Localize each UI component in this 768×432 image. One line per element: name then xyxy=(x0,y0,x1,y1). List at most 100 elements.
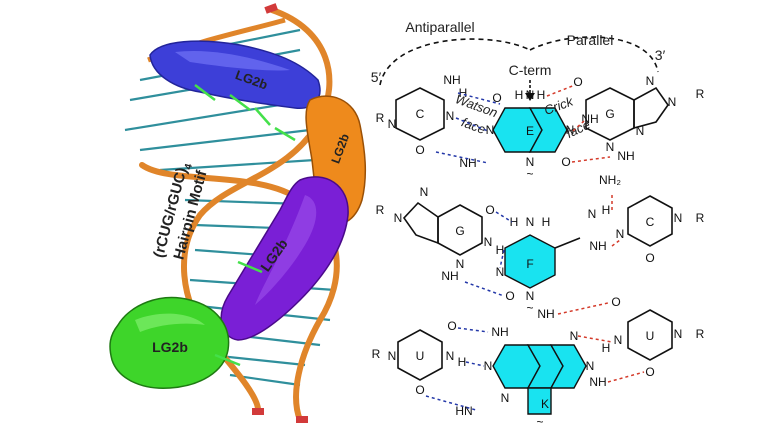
atom-label: N xyxy=(646,74,655,88)
atom-label: NH xyxy=(443,73,460,87)
atom-label: H xyxy=(459,86,468,100)
atom-label: O xyxy=(415,143,424,157)
three-prime-label: 3′ xyxy=(655,47,666,63)
atom-label: N xyxy=(420,185,429,199)
atom-label: NH xyxy=(589,375,606,389)
base-g-letter: G xyxy=(455,224,464,238)
wavy-bond: ~ xyxy=(526,301,533,315)
wavy-bond: ~ xyxy=(526,167,533,181)
five-prime-label: 5′ xyxy=(371,69,382,85)
center-k-letter: K xyxy=(541,397,549,411)
atom-label: N xyxy=(588,207,597,221)
atom-label: R xyxy=(376,203,385,217)
hbond xyxy=(425,395,477,411)
atom-label: H xyxy=(602,341,611,355)
ligand-surface-green-highlight xyxy=(135,313,205,332)
atom-label: NH xyxy=(617,149,634,163)
atom-label: N xyxy=(614,333,623,347)
atom-label: O xyxy=(573,75,582,89)
atom-label: R xyxy=(696,87,705,101)
hbond xyxy=(571,156,611,163)
atom-label: R xyxy=(696,211,705,225)
atom-label: N xyxy=(388,117,397,131)
atom-label: NH xyxy=(491,325,508,339)
atom-label: N xyxy=(496,265,505,279)
ligand-surface-purple-highlight xyxy=(255,195,317,305)
ligand-label-green: LG2b xyxy=(152,339,188,355)
hbond xyxy=(465,361,485,367)
atom-label: N xyxy=(456,257,465,271)
strand-end-cap xyxy=(264,3,279,14)
atom-label: H xyxy=(496,243,505,257)
atom-label: R xyxy=(376,111,385,125)
atom-label: N xyxy=(394,211,403,225)
atom-label: N xyxy=(526,88,535,102)
atom-label: NH xyxy=(589,239,606,253)
atom-label: O xyxy=(492,91,501,105)
base-g-imidazole xyxy=(633,86,669,130)
center-e-letter: E xyxy=(526,124,534,138)
hbond xyxy=(607,371,645,383)
orientation-header: Antiparallel Parallel 5′ 3′ C-term xyxy=(371,19,666,101)
antiparallel-label: Antiparallel xyxy=(405,19,474,35)
atom-label: N xyxy=(674,211,683,225)
atom-label: N xyxy=(606,140,615,154)
atom-label: N xyxy=(388,349,397,363)
atom-label: N xyxy=(484,359,493,373)
ligand-surface-blue-highlight xyxy=(175,50,290,71)
center-f-letter: F xyxy=(526,257,533,271)
atom-label: N xyxy=(501,391,510,405)
base-u-letter: U xyxy=(646,329,655,343)
atom-label: N xyxy=(446,109,455,123)
ligand-sticks xyxy=(194,84,296,367)
motif-k-group: U O N H N R O K NH N N NH N N NH HN U O … xyxy=(372,295,705,429)
atom-label: NH₂ xyxy=(599,173,621,187)
atom-label: N xyxy=(446,349,455,363)
atom-label: NH xyxy=(537,307,554,321)
atom-label: N xyxy=(526,155,535,169)
atom-label: O xyxy=(645,251,654,265)
atom-label: N xyxy=(586,359,595,373)
base-u-ring xyxy=(397,329,443,381)
atom-label: N xyxy=(674,327,683,341)
wavy-bond: ~ xyxy=(536,415,543,429)
atom-label: N xyxy=(616,227,625,241)
c-term-arrowhead xyxy=(525,93,535,101)
atom-label: HN xyxy=(455,404,472,418)
center-k-ring-4 xyxy=(527,387,552,415)
hbond xyxy=(457,92,501,105)
strand-end-cap xyxy=(296,416,308,423)
c-term-label: C-term xyxy=(509,62,552,78)
bond xyxy=(554,237,581,249)
atom-label: O xyxy=(485,203,494,217)
base-c-ring xyxy=(627,195,673,247)
atom-label: H xyxy=(515,88,524,102)
atom-label: N xyxy=(636,124,645,138)
motif-subscript: 4 xyxy=(183,162,195,171)
atom-label: NH xyxy=(581,112,598,126)
atom-label: N xyxy=(484,235,493,249)
hbond xyxy=(557,302,609,315)
antiparallel-arc xyxy=(379,38,531,86)
hbond xyxy=(457,327,489,333)
base-c-letter: C xyxy=(646,215,655,229)
base-c-ring xyxy=(395,87,445,141)
motif-f-group: G R N N O N H N NH F H N H N O N N H NH … xyxy=(376,173,705,315)
parallel-label: Parallel xyxy=(567,32,614,48)
atom-label: N xyxy=(486,123,495,137)
atom-label: O xyxy=(645,365,654,379)
atom-label: H xyxy=(458,355,467,369)
atom-label: O xyxy=(561,155,570,169)
atom-label: O xyxy=(447,319,456,333)
atom-label: H xyxy=(542,215,551,229)
base-u-letter: U xyxy=(416,349,425,363)
motif-e-group: C N R NH H N O E O H N H N N O NH N G O … xyxy=(376,73,705,181)
atom-label: N xyxy=(526,215,535,229)
base-g-imidazole xyxy=(402,201,439,245)
hbond xyxy=(611,239,621,247)
atom-label: O xyxy=(505,289,514,303)
center-k-ring-3 xyxy=(549,344,587,389)
atom-label: N xyxy=(570,329,579,343)
